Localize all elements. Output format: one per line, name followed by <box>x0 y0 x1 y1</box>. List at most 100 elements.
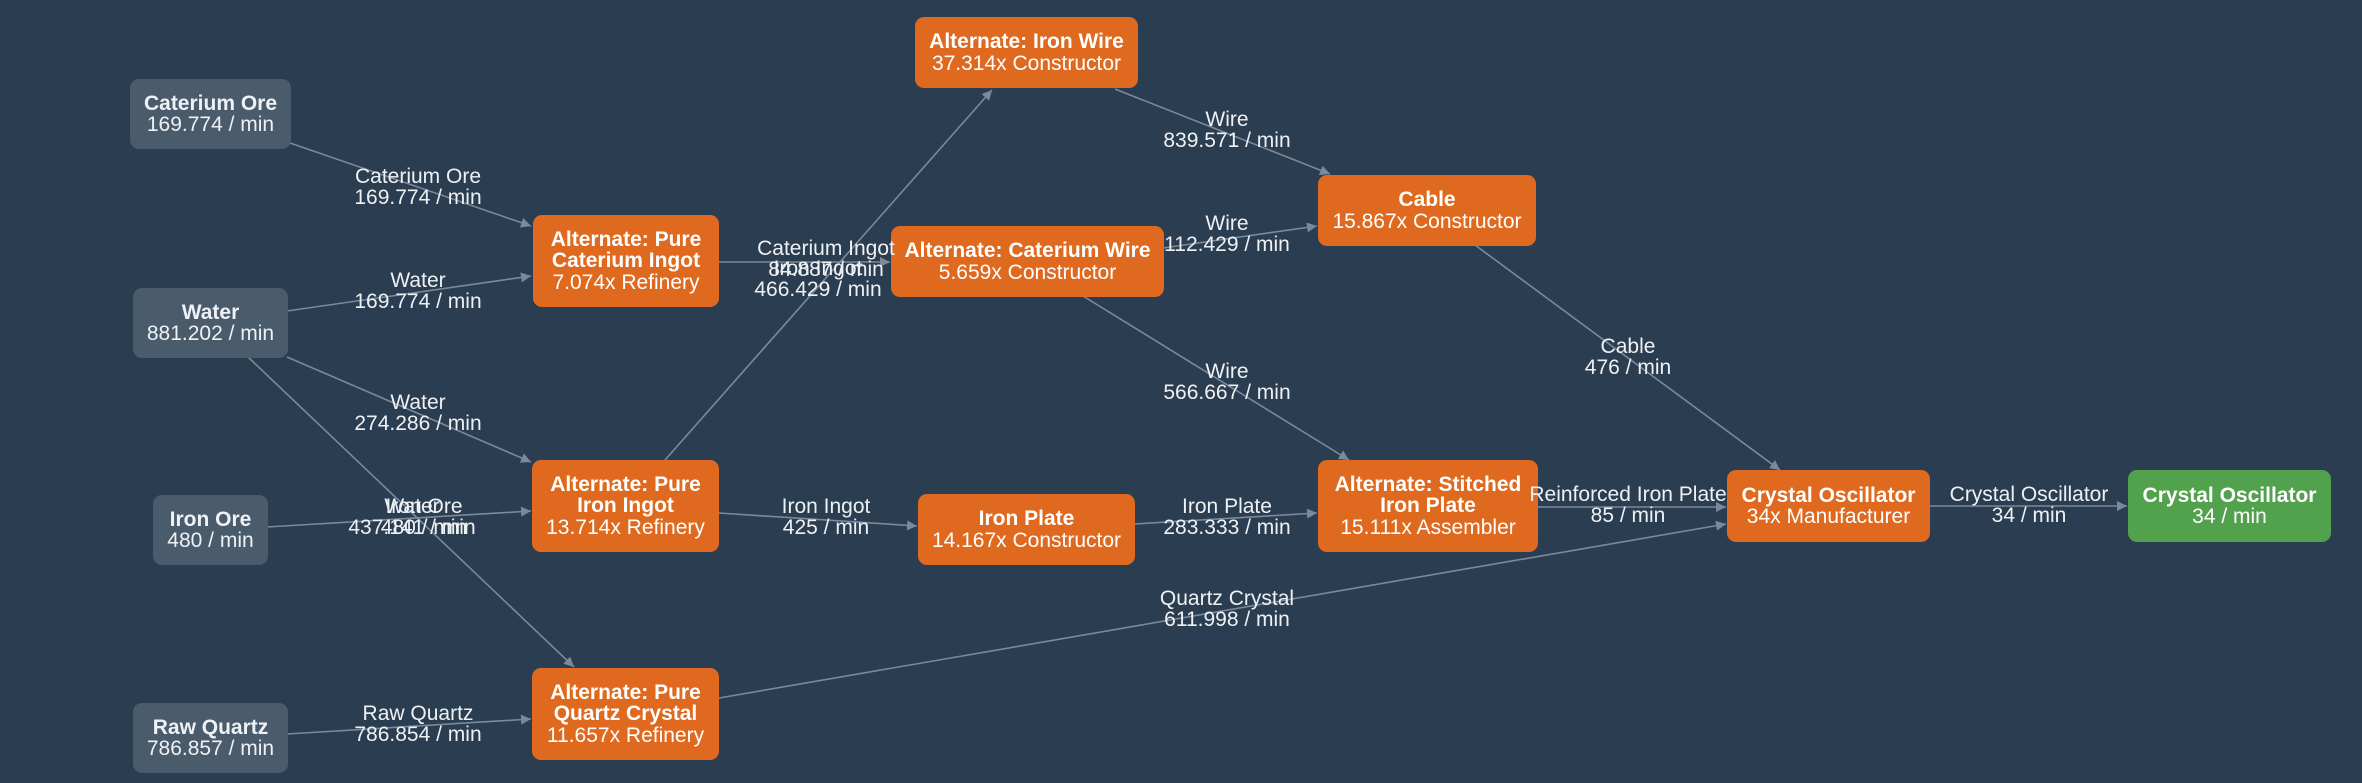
edge-item: Water <box>390 391 446 414</box>
edge-label-caterium-ore: Caterium Ore 169.774 / min <box>354 166 481 208</box>
edge-rate: 437.141 / min <box>348 516 476 539</box>
edge-rate: 85 / min <box>1590 504 1666 527</box>
edge-item: Cable <box>1600 335 1656 358</box>
node-machine: 11.657x Refinery <box>546 723 705 747</box>
node-iron-ore[interactable]: Iron Ore 480 / min <box>153 495 268 565</box>
node-machine: 14.167x Constructor <box>931 528 1122 552</box>
node-machine: 34x Manufacturer <box>1746 505 1911 528</box>
edge-label-caterium-wire-cable: Wire 112.429 / min <box>1164 213 1290 255</box>
edge-rate: 169.774 / min <box>354 186 482 209</box>
edge-item: Iron Ore <box>385 495 463 518</box>
edge-item: Iron Ingot <box>773 257 863 280</box>
edge-item: Reinforced Iron Plate <box>1529 483 1727 506</box>
edge-item: Wire <box>1205 212 1249 235</box>
edge-item: Wire <box>1205 108 1249 131</box>
edge-quartz-to-oscillator <box>718 520 1727 699</box>
edge-raw-quartz-to-quartz <box>286 714 532 735</box>
node-title: Crystal Oscillator <box>1741 483 1916 507</box>
node-caterium-wire[interactable]: Alternate: Caterium Wire 5.659x Construc… <box>891 226 1164 297</box>
edge-label-water-iron: Water 274.286 / min <box>354 392 481 434</box>
edge-item: Caterium Ingot <box>757 237 895 260</box>
edge-label-raw-quartz: Raw Quartz 786.854 / min <box>354 703 481 745</box>
node-iron-plate[interactable]: Iron Plate 14.167x Constructor <box>918 494 1135 565</box>
edge-rate: 480 / min <box>380 516 468 539</box>
edge-rate: 84.887 / min <box>768 258 884 281</box>
edge-rate: 425 / min <box>782 516 870 539</box>
node-title: Caterium Ore <box>143 91 278 115</box>
node-stitched-iron-plate[interactable]: Alternate: Stitched Iron Plate 15.111x A… <box>1318 460 1538 552</box>
edge-label-iron-plate: Iron Plate 283.333 / min <box>1163 496 1290 538</box>
edge-water-to-iron-ingot <box>286 356 532 463</box>
node-title: Alternate: Pure Iron Ingot <box>550 472 701 518</box>
node-machine: 5.659x Constructor <box>938 260 1117 284</box>
node-raw-quartz[interactable]: Raw Quartz 786.857 / min <box>133 703 288 773</box>
edge-item: Caterium Ore <box>354 165 482 188</box>
edge-rate: 476 / min <box>1584 356 1672 379</box>
node-machine: 7.074x Refinery <box>552 270 700 294</box>
edge-label-water-caterium: Water 169.774 / min <box>354 270 481 312</box>
node-machine: 15.867x Constructor <box>1332 209 1522 233</box>
edge-rate: 466.429 / min <box>754 278 882 301</box>
edge-item: Crystal Oscillator <box>1949 483 2109 506</box>
node-title: Crystal Oscillator <box>2142 483 2317 507</box>
node-machine: 15.111x Assembler <box>1340 515 1516 539</box>
node-title: Alternate: Pure Caterium Ingot <box>550 227 702 273</box>
node-title: Alternate: Stitched Iron Plate <box>1334 472 1522 518</box>
node-title: Iron Plate <box>978 507 1075 531</box>
edge-label-caterium-ingot: Caterium Ingot 84.887 / min <box>757 238 895 280</box>
edge-rate: 611.998 / min <box>1164 608 1290 631</box>
node-rate: 169.774 / min <box>146 113 275 136</box>
node-machine: 37.314x Constructor <box>931 51 1122 75</box>
edge-rate: 169.774 / min <box>354 290 482 313</box>
edge-item: Wire <box>1205 360 1249 383</box>
node-pure-quartz-crystal[interactable]: Alternate: Pure Quartz Crystal 11.657x R… <box>532 668 719 760</box>
edge-iron-ingot-to-plate <box>718 512 918 531</box>
node-crystal-oscillator-manufacturer[interactable]: Crystal Oscillator 34x Manufacturer <box>1727 470 1930 542</box>
node-pure-caterium-ingot[interactable]: Alternate: Pure Caterium Ingot 7.074x Re… <box>533 215 719 307</box>
edge-label-caterium-wire-stitched: Wire 566.667 / min <box>1163 361 1290 403</box>
edge-label-iron-wire: Wire 839.571 / min <box>1163 109 1290 151</box>
edge-label-iron-ingot-plate: Iron Ingot 425 / min <box>782 496 871 538</box>
node-caterium-ore[interactable]: Caterium Ore 169.774 / min <box>130 79 291 149</box>
node-rate: 480 / min <box>167 529 254 552</box>
edge-rate: 839.571 / min <box>1163 129 1291 152</box>
edge-rate: 34 / min <box>1991 504 2067 527</box>
edge-item: Quartz Crystal <box>1159 587 1295 610</box>
node-crystal-oscillator-output[interactable]: Crystal Oscillator 34 / min <box>2128 470 2331 542</box>
edge-rate: 274.286 / min <box>354 412 482 435</box>
edge-water-to-quartz <box>247 356 575 668</box>
node-title: Raw Quartz <box>152 715 269 739</box>
node-rate: 786.857 / min <box>146 737 275 760</box>
edge-caterium-wire-to-cable <box>1162 222 1318 249</box>
edge-item: Iron Ingot <box>781 495 871 518</box>
node-pure-iron-ingot[interactable]: Alternate: Pure Iron Ingot 13.714x Refin… <box>532 460 719 552</box>
edge-label-iron-ingot-wire: Iron Ingot 466.429 / min <box>754 258 881 300</box>
edge-item: Iron Plate <box>1182 495 1272 518</box>
node-title: Water <box>181 300 240 324</box>
edge-caterium-wire-to-stitched <box>1082 295 1350 461</box>
edge-caterium-ore-to-ingot <box>289 142 532 228</box>
node-water[interactable]: Water 881.202 / min <box>133 288 288 358</box>
node-title: Alternate: Caterium Wire <box>904 239 1151 263</box>
node-iron-wire[interactable]: Alternate: Iron Wire 37.314x Constructor <box>915 17 1138 88</box>
edge-iron-ore-to-iron-ingot <box>266 506 532 528</box>
node-title: Iron Ore <box>169 507 252 531</box>
edge-iron-plate-to-stitched <box>1133 508 1318 525</box>
edge-label-water-quartz: Water 437.141 / min <box>348 496 475 538</box>
node-title: Alternate: Pure Quartz Crystal <box>550 680 701 726</box>
node-cable[interactable]: Cable 15.867x Constructor <box>1318 175 1536 246</box>
edge-rate: 112.429 / min <box>1164 233 1290 256</box>
edge-label-cable: Cable 476 / min <box>1585 336 1671 378</box>
node-rate: 881.202 / min <box>146 322 275 345</box>
edge-iron-wire-to-cable <box>1114 88 1331 175</box>
edge-label-crystal-oscillator: Crystal Oscillator 34 / min <box>1950 484 2109 526</box>
edge-item: Water <box>384 495 440 518</box>
edge-label-reinforced-iron-plate: Reinforced Iron Plate 85 / min <box>1529 484 1726 526</box>
edge-label-iron-ore: Iron Ore 480 / min <box>381 496 467 538</box>
edge-item: Raw Quartz <box>362 702 474 725</box>
edge-item: Water <box>390 269 446 292</box>
edge-rate: 786.854 / min <box>354 723 482 746</box>
edge-water-to-caterium-ingot <box>286 272 532 312</box>
